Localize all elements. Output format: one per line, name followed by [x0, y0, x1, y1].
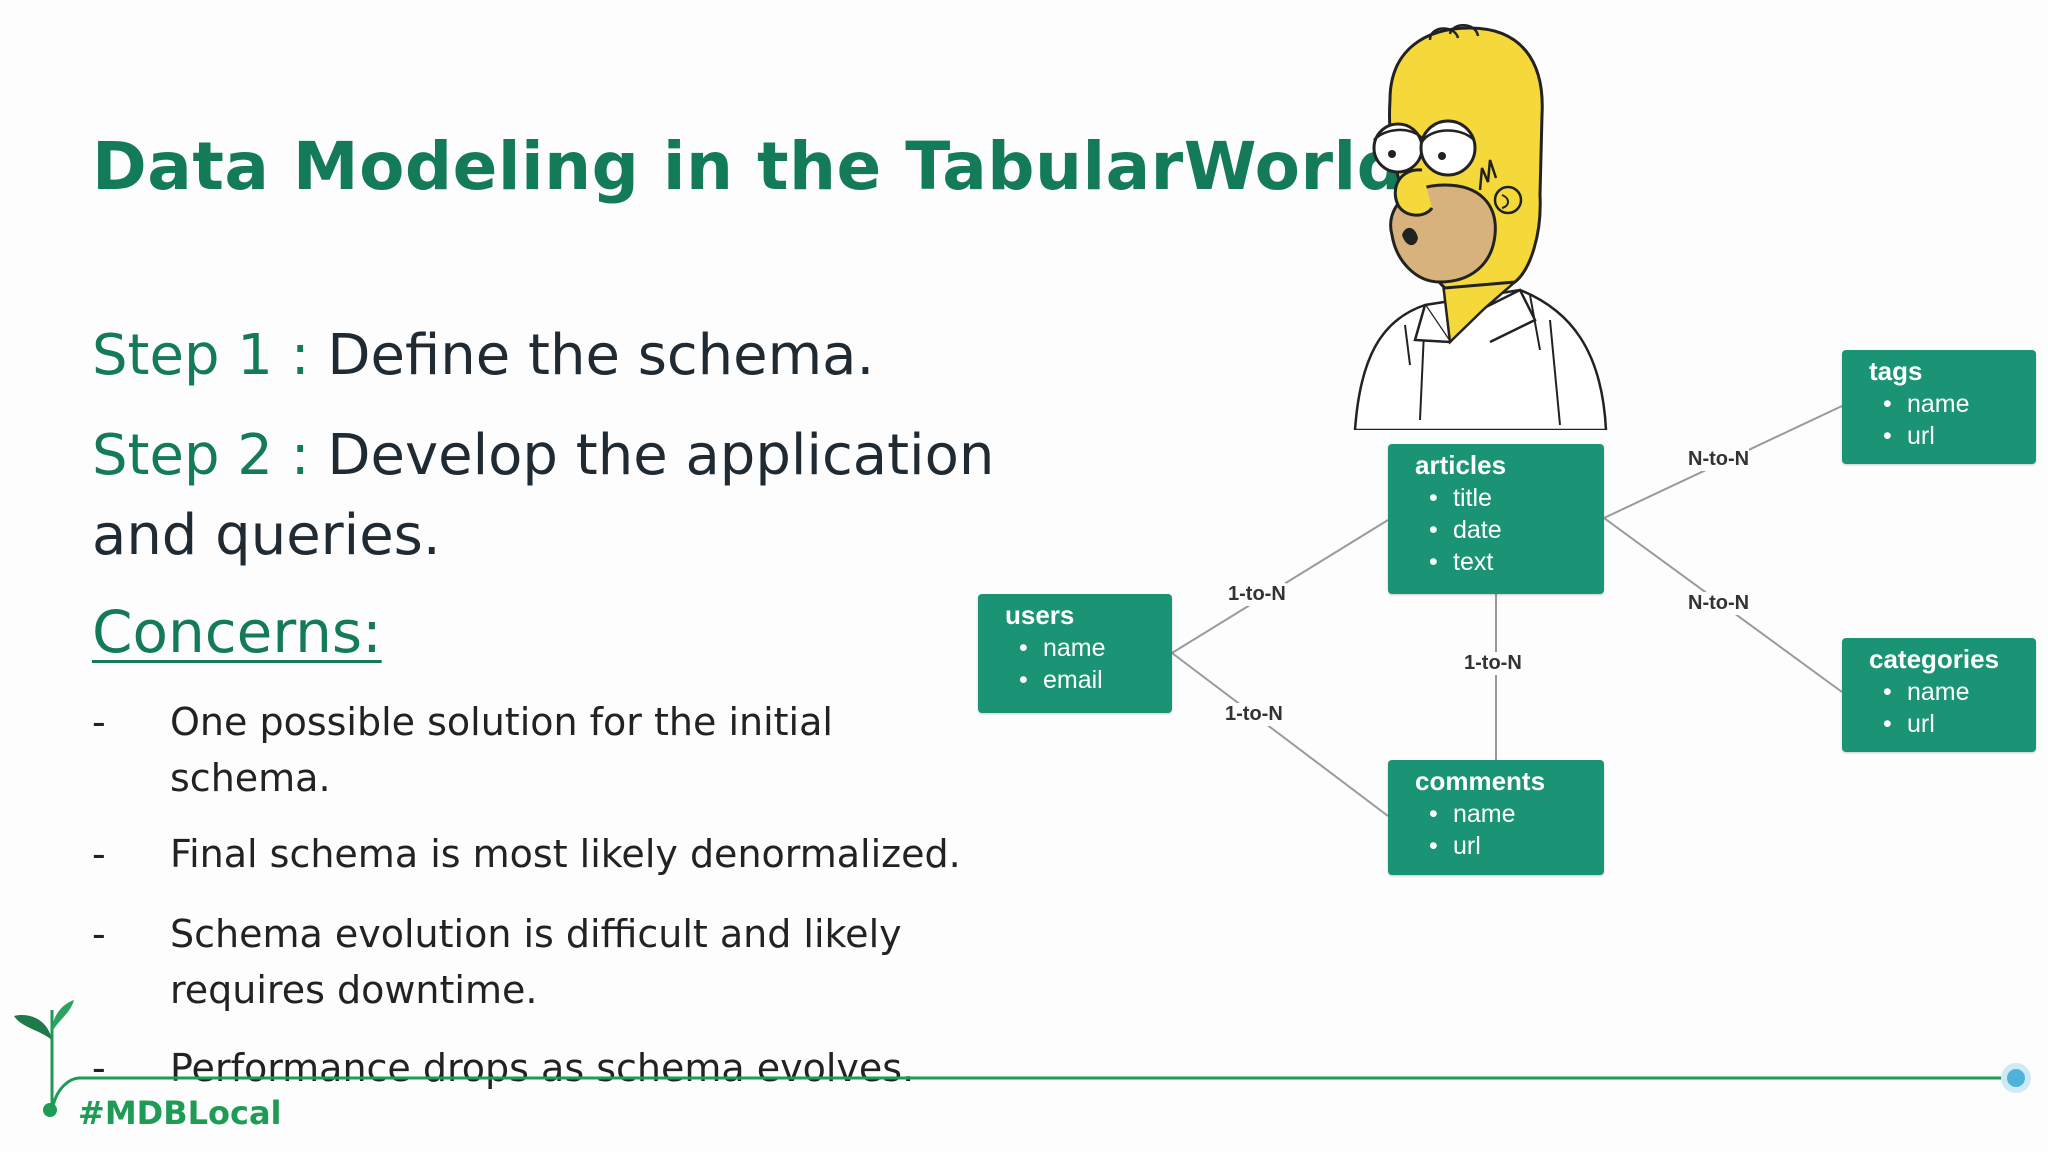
entity-field: name [1005, 632, 1106, 664]
entity-users: users name email [978, 594, 1172, 713]
timeline-start-dot [43, 1103, 57, 1117]
brand-hashtag: #MDBLocal [78, 1094, 282, 1132]
leaf-icon [14, 1015, 52, 1040]
entity-field: date [1415, 514, 1502, 546]
entity-categories: categories name url [1842, 638, 2036, 752]
relation-label: N-to-N [1688, 592, 1750, 615]
entity-field: title [1415, 482, 1502, 514]
entity-field: text [1415, 546, 1502, 578]
bullet-dash: - [92, 912, 106, 956]
entity-title: users [1005, 600, 1075, 630]
relation-label: 1-to-N [1225, 703, 1283, 726]
relation-label: 1-to-N [1228, 583, 1286, 606]
entity-field: name [1415, 798, 1516, 830]
concern-text: Performance drops as schema evolves. [170, 1046, 915, 1090]
bullet-dash: - [92, 700, 106, 744]
entity-title: articles [1415, 450, 1507, 480]
concerns-heading: Concerns: [92, 598, 382, 666]
step-2-label: Step 2 : [92, 423, 310, 488]
step-2: Step 2 : Develop the application [92, 416, 994, 496]
relation-label: 1-to-N [1464, 652, 1522, 675]
entity-tags: tags name url [1842, 350, 2036, 464]
entity-field: email [1005, 664, 1106, 696]
entity-title: categories [1869, 644, 2000, 674]
concern-text: Schema evolution is difficult and likely… [170, 912, 902, 1012]
timeline-line [50, 1076, 2016, 1113]
slide-title: Data Modeling in the TabularWorld [92, 128, 1405, 205]
step-2-continued: and queries. [92, 503, 441, 568]
footer-timeline [14, 1000, 2031, 1117]
entity-comments: comments name url [1388, 760, 1604, 875]
step-2-text: Develop the application [327, 423, 995, 488]
entity-field: name [1869, 676, 1970, 708]
timeline-end-dot [2007, 1069, 2025, 1087]
leaf-icon [52, 1000, 74, 1032]
homer-illustration [1353, 24, 1608, 430]
step-1: Step 1 : Define the schema. [92, 316, 874, 396]
entity-title: comments [1415, 766, 1546, 796]
entity-field: name [1869, 388, 1970, 420]
entity-title: tags [1869, 356, 1923, 386]
relation-line [1171, 652, 1389, 817]
entity-field: url [1869, 420, 1970, 452]
bullet-dash: - [92, 832, 106, 876]
concern-text: Final schema is most likely denormalized… [170, 832, 961, 876]
entity-field: url [1415, 830, 1516, 862]
entity-field: url [1869, 708, 1970, 740]
step-1-label: Step 1 : [92, 323, 310, 388]
entity-articles: articles title date text [1388, 444, 1604, 594]
step-1-text: Define the schema. [327, 323, 875, 388]
relation-label: N-to-N [1688, 448, 1750, 471]
concern-text: One possible solution for the initial sc… [170, 700, 833, 800]
